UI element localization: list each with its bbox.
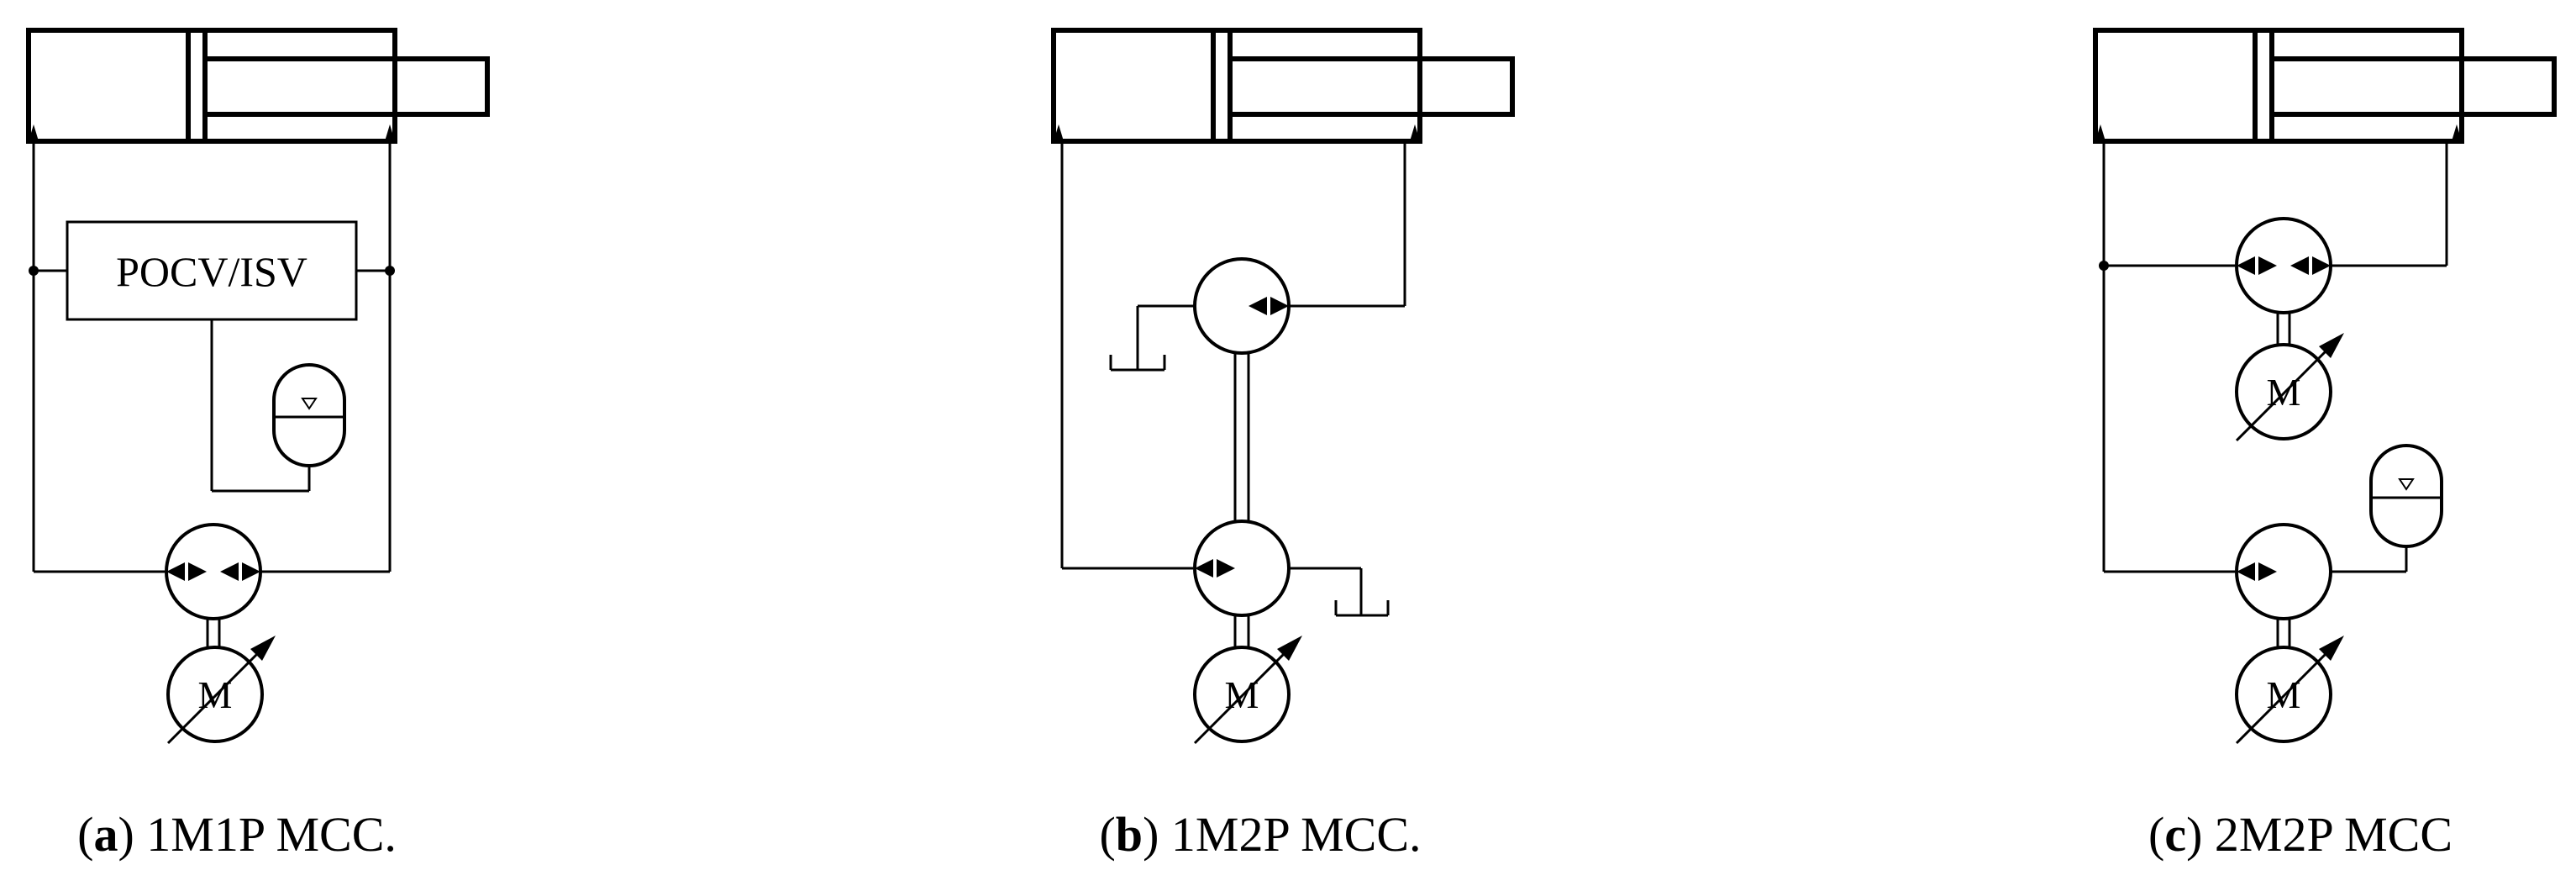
pump-top [1193, 257, 1291, 355]
motor-bottom: M [2235, 634, 2346, 745]
panel-c: M M (c) 2M2P MCC [2095, 30, 2554, 862]
hydraulic-cylinder [2095, 30, 2554, 141]
motor-top: M [2235, 331, 2346, 442]
bidirectional-pump [165, 523, 262, 620]
panel-b: M (b) 1M2P MCC. [1054, 30, 1512, 862]
motor-label: M [1225, 673, 1259, 716]
panel-a: POCV/ISV M (a) 1M1P MCC. [29, 30, 487, 862]
valve-label: POCV/ISV [116, 248, 308, 295]
bidirectional-pump-top [2235, 217, 2332, 314]
accumulator [2369, 444, 2443, 548]
caption-b: (b) 1M2P MCC. [1099, 807, 1421, 862]
pump-bottom [1193, 520, 1291, 617]
hydraulic-cylinder [29, 30, 487, 141]
pump-bottom [2235, 523, 2332, 620]
hydraulic-cylinder [1054, 30, 1512, 141]
motor-label: M [2267, 673, 2301, 716]
accumulator [272, 363, 346, 467]
caption-c: (c) 2M2P MCC [2148, 807, 2452, 862]
motor: M [166, 634, 277, 745]
caption-a: (a) 1M1P MCC. [77, 807, 397, 862]
motor: M [1193, 634, 1304, 745]
motor-label: M [198, 673, 233, 716]
motor-label: M [2267, 371, 2301, 414]
